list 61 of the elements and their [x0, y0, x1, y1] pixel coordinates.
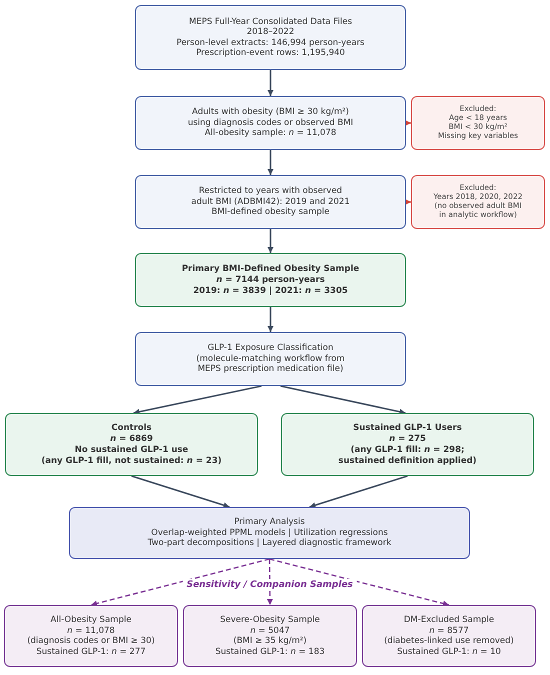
- box-text: All-Obesity Sample: [50, 615, 132, 626]
- box-text: Sustained GLP-1: n = 277: [36, 646, 146, 657]
- process-box: [135, 332, 406, 386]
- box-text: n = 6869: [110, 434, 153, 444]
- box-text: n = 275: [389, 434, 426, 444]
- box-text: No sustained GLP-1 use: [74, 444, 188, 456]
- dashed-arrow: [266, 559, 273, 605]
- arrow: [268, 307, 274, 332]
- sample-box: [362, 605, 536, 667]
- box-text: Overlap-weighted PPML models | Utilization regressions: [151, 528, 388, 538]
- box-text: All-obesity sample: n = 11,078: [204, 128, 336, 139]
- box-text: (diabetes-linked use removed): [384, 636, 514, 646]
- arrow: [268, 150, 274, 175]
- box-text: Prescription-event rows: 1,195,940: [196, 48, 345, 58]
- box-text: Severe-Obesity Sample: [220, 615, 320, 626]
- box-text: GLP-1 Exposure Classification: [208, 343, 334, 354]
- box-text: Controls: [111, 422, 152, 434]
- box-text: DM-Excluded Sample: [404, 615, 494, 626]
- dashed-arrow: [269, 558, 450, 606]
- exclusion-box: [411, 96, 545, 150]
- box-text: MEPS Full-Year Consolidated Data Files: [188, 16, 352, 27]
- process-box: [135, 96, 406, 150]
- dashed-arrow: [90, 558, 270, 606]
- arrow: [405, 199, 411, 205]
- exclusion-box: [411, 175, 545, 229]
- box-text: (any GLP-1 fill, not sustained: n = 23): [41, 456, 222, 466]
- box-text: Sustained GLP-1 Users: [353, 422, 462, 434]
- box-text: n = 11,078: [67, 626, 115, 636]
- box-text: Sustained GLP-1: n = 10: [397, 646, 501, 657]
- sample-box: [281, 413, 534, 476]
- box-text: Restricted to years with observed adult BMI (ADBMI42): 2019 and 2021: [190, 186, 351, 208]
- box-text: 2018–2022: [246, 27, 294, 38]
- box-text: Person-level extracts: 146,994 person-years: [176, 38, 364, 48]
- box-text: (diagnosis codes or BMI ≥ 30): [27, 636, 155, 646]
- box-text: n = 7144 person-years: [216, 274, 325, 286]
- box-text: Primary BMI-Defined Obesity Sample: [182, 264, 360, 274]
- sample-box: [5, 413, 258, 476]
- box-text: 2019: n = 3839 | 2021: n = 3305: [193, 286, 348, 296]
- analysis-box: [69, 507, 470, 559]
- process-box: [135, 175, 406, 229]
- arrow: [280, 385, 406, 415]
- sample-box: [183, 605, 357, 667]
- arrow: [268, 70, 274, 96]
- box-text: Sustained GLP-1: n = 183: [215, 646, 325, 657]
- edge-label: Sensitivity / Companion Samples: [182, 579, 357, 592]
- sample-box: [4, 605, 178, 667]
- box-text: (BMI ≥ 35 kg/m²): [233, 636, 307, 646]
- sample-box: [135, 253, 406, 307]
- box-text: BMI-defined obesity sample: [211, 207, 330, 218]
- arrow: [268, 229, 274, 253]
- box-text: (molecule-matching workflow from MEPS prescription medication file): [195, 354, 346, 375]
- arrow: [309, 475, 408, 508]
- box-text: Two-part decompositions | Layered diagnostic framework: [148, 538, 392, 549]
- box-text: (any GLP-1 fill: n = 298; sustained definition applied): [337, 444, 478, 466]
- process-box: [135, 5, 406, 70]
- arrow: [131, 475, 230, 508]
- arrow: [405, 120, 411, 126]
- box-text: n = 8577: [429, 626, 469, 636]
- box-text: Primary Analysis: [234, 517, 305, 528]
- box-text: n = 5047: [250, 626, 290, 636]
- arrow: [133, 385, 262, 415]
